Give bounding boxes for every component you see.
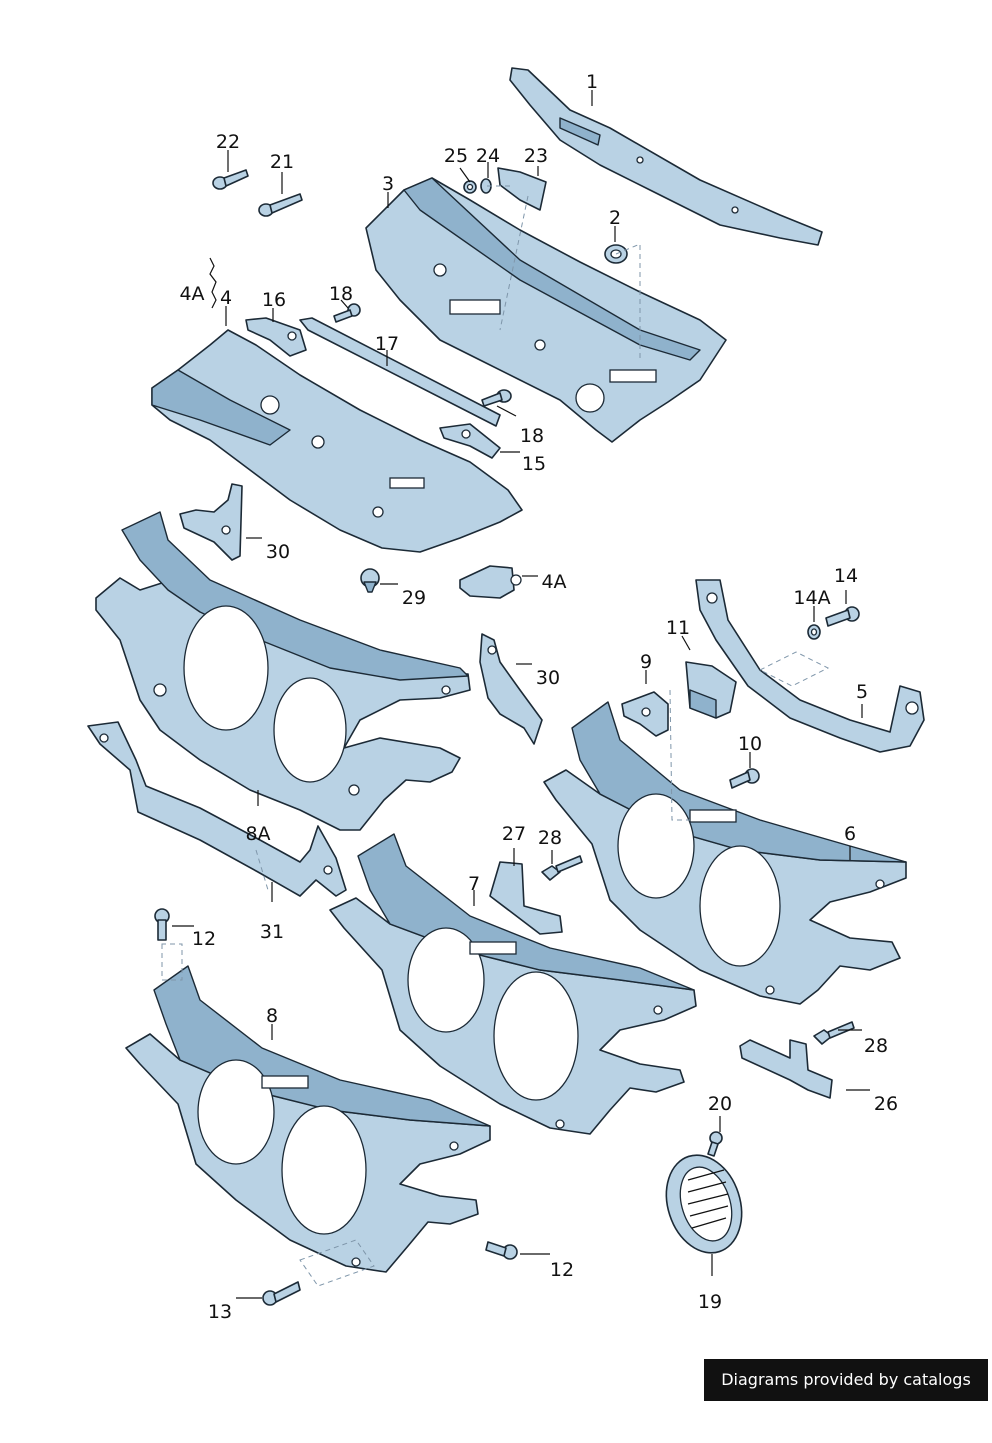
- callout-labels: 1 2 3 4 4A 4A 5 6 7 8 8A 9 10 11 12 12 1…: [179, 71, 898, 1323]
- callout-22: 22: [216, 131, 240, 153]
- callout-28-lower: 28: [864, 1035, 888, 1057]
- part-30-seal-upper: [179, 483, 243, 561]
- part-4-lower-bulkhead: [151, 329, 523, 553]
- callout-11: 11: [666, 617, 690, 639]
- part-3-bulkhead: [365, 177, 727, 443]
- callout-4a-mount: 4A: [541, 571, 566, 593]
- callout-26: 26: [874, 1093, 898, 1115]
- callout-19: 19: [698, 1291, 722, 1313]
- part-14a-washer: [807, 624, 821, 640]
- callout-5: 5: [856, 681, 868, 703]
- part-31-rail: [87, 721, 347, 897]
- part-14-bolt: [825, 606, 860, 627]
- callout-24: 24: [476, 145, 500, 167]
- callout-1: 1: [586, 71, 598, 93]
- callout-4: 4: [220, 287, 232, 309]
- callout-15: 15: [522, 453, 546, 475]
- part-22-screw: [212, 169, 249, 190]
- part-8-carrier: [125, 965, 491, 1273]
- part-26-bracket: [739, 1039, 833, 1099]
- callout-12-upper: 12: [192, 928, 216, 950]
- callout-30-upper: 30: [266, 541, 290, 563]
- part-20-screw: [707, 1131, 723, 1157]
- callout-13: 13: [208, 1301, 232, 1323]
- callout-31: 31: [260, 921, 284, 943]
- part-15-bracket: [439, 423, 501, 459]
- part-6-carrier: [543, 701, 907, 1005]
- credit-banner: Diagrams provided by catalogs parts: [704, 1359, 988, 1431]
- callout-10: 10: [738, 733, 762, 755]
- callout-20: 20: [708, 1093, 732, 1115]
- callout-2: 2: [609, 207, 621, 229]
- part-1-upper-panel: [509, 67, 823, 246]
- callout-23: 23: [524, 145, 548, 167]
- part-29-clip: [360, 568, 380, 593]
- part-23-bracket: [497, 167, 547, 211]
- part-13-bolt: [262, 1281, 301, 1306]
- part-18-bolt-upper: [333, 303, 361, 323]
- part-25-nut: [463, 180, 477, 194]
- assembly-lines: [161, 185, 830, 1287]
- part-10-bolt: [729, 768, 760, 789]
- callout-4a-top: 4A: [179, 283, 204, 305]
- part-9-lock: [621, 691, 669, 737]
- callout-17: 17: [375, 333, 399, 355]
- leader-lines: [172, 90, 870, 1299]
- part-21-screw: [258, 193, 303, 217]
- part-11-latch: [685, 661, 737, 719]
- callout-8: 8: [266, 1005, 278, 1027]
- callout-12-lower: 12: [550, 1259, 574, 1281]
- callout-8a: 8A: [245, 823, 270, 845]
- callout-30-lower: 30: [536, 667, 560, 689]
- part-17-strut: [299, 317, 501, 427]
- part-12-bolt-upper: [154, 908, 170, 941]
- callout-16: 16: [262, 289, 286, 311]
- callout-6: 6: [844, 823, 856, 845]
- part-27-bracket: [489, 861, 563, 935]
- parts-diagram: 1 2 3 4 4A 4A 5 6 7 8 8A 9 10 11 12 12 1…: [87, 67, 925, 1323]
- front-carrier-upper: [95, 511, 471, 831]
- callout-27: 27: [502, 823, 526, 845]
- callout-21: 21: [270, 151, 294, 173]
- callout-14a: 14A: [793, 587, 830, 609]
- callout-25: 25: [444, 145, 468, 167]
- callout-14: 14: [834, 565, 858, 587]
- part-18-bolt-lower: [481, 389, 512, 407]
- part-19-grille: [665, 1154, 743, 1254]
- part-30-seal-lower: [479, 633, 543, 745]
- part-7-carrier: [329, 833, 697, 1135]
- callout-18-lower: 18: [520, 425, 544, 447]
- part-4a-mount: [459, 565, 522, 599]
- part-28-clip-lower: [813, 1021, 855, 1045]
- callout-29: 29: [402, 587, 426, 609]
- part-5-brace: [695, 579, 925, 753]
- callout-7: 7: [468, 873, 480, 895]
- part-12-bolt-lower: [485, 1241, 518, 1260]
- part-28-clip-upper: [541, 855, 583, 881]
- callout-18-upper: 18: [329, 283, 353, 305]
- callout-9: 9: [640, 651, 652, 673]
- callout-3: 3: [382, 173, 394, 195]
- part-16-bracket: [245, 317, 307, 357]
- callout-28-upper: 28: [538, 827, 562, 849]
